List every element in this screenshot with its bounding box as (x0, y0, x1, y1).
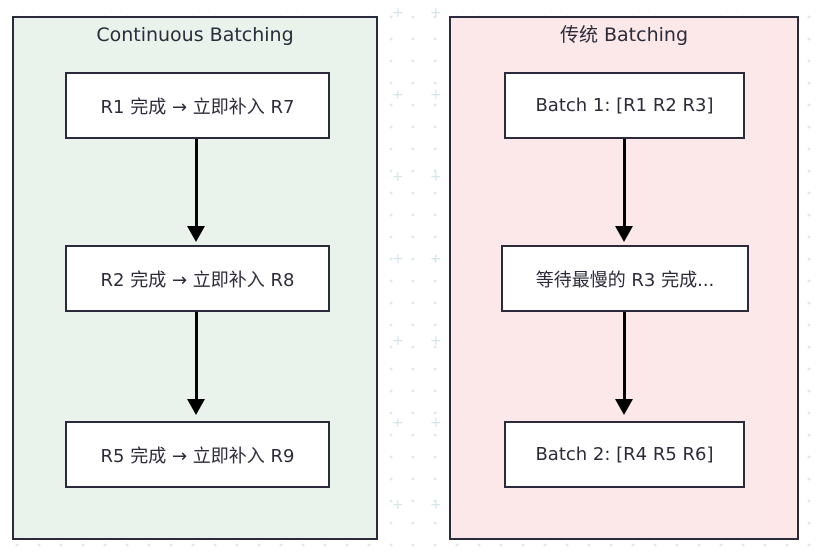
continuous-edge-2 (195, 312, 198, 400)
traditional-edge-2 (623, 312, 626, 400)
traditional-edge-1 (623, 139, 626, 230)
continuous-node-1: R1 完成 → 立即补入 R7 (65, 72, 330, 139)
continuous-node-3: R5 完成 → 立即补入 R9 (65, 421, 330, 488)
continuous-batching-title: Continuous Batching (96, 24, 294, 46)
traditional-node-1: Batch 1: [R1 R2 R3] (504, 72, 745, 139)
traditional-batching-panel: 传统 Batching Batch 1: [R1 R2 R3] 等待最慢的 R3… (449, 16, 799, 540)
continuous-arrowhead-1 (187, 226, 205, 242)
continuous-node-2: R2 完成 → 立即补入 R8 (65, 245, 330, 312)
traditional-node-2: 等待最慢的 R3 完成... (501, 245, 749, 312)
continuous-batching-panel: Continuous Batching R1 完成 → 立即补入 R7 R2 完… (12, 16, 378, 540)
traditional-arrowhead-2 (615, 399, 633, 415)
continuous-arrowhead-2 (187, 399, 205, 415)
traditional-batching-title: 传统 Batching (559, 24, 689, 46)
traditional-arrowhead-1 (615, 226, 633, 242)
continuous-edge-1 (195, 139, 198, 230)
background-plus-pattern-right: +++ +++ + (430, 5, 442, 513)
traditional-node-3: Batch 2: [R4 R5 R6] (504, 421, 745, 488)
background-plus-pattern-left: +++ +++ + (392, 5, 404, 513)
